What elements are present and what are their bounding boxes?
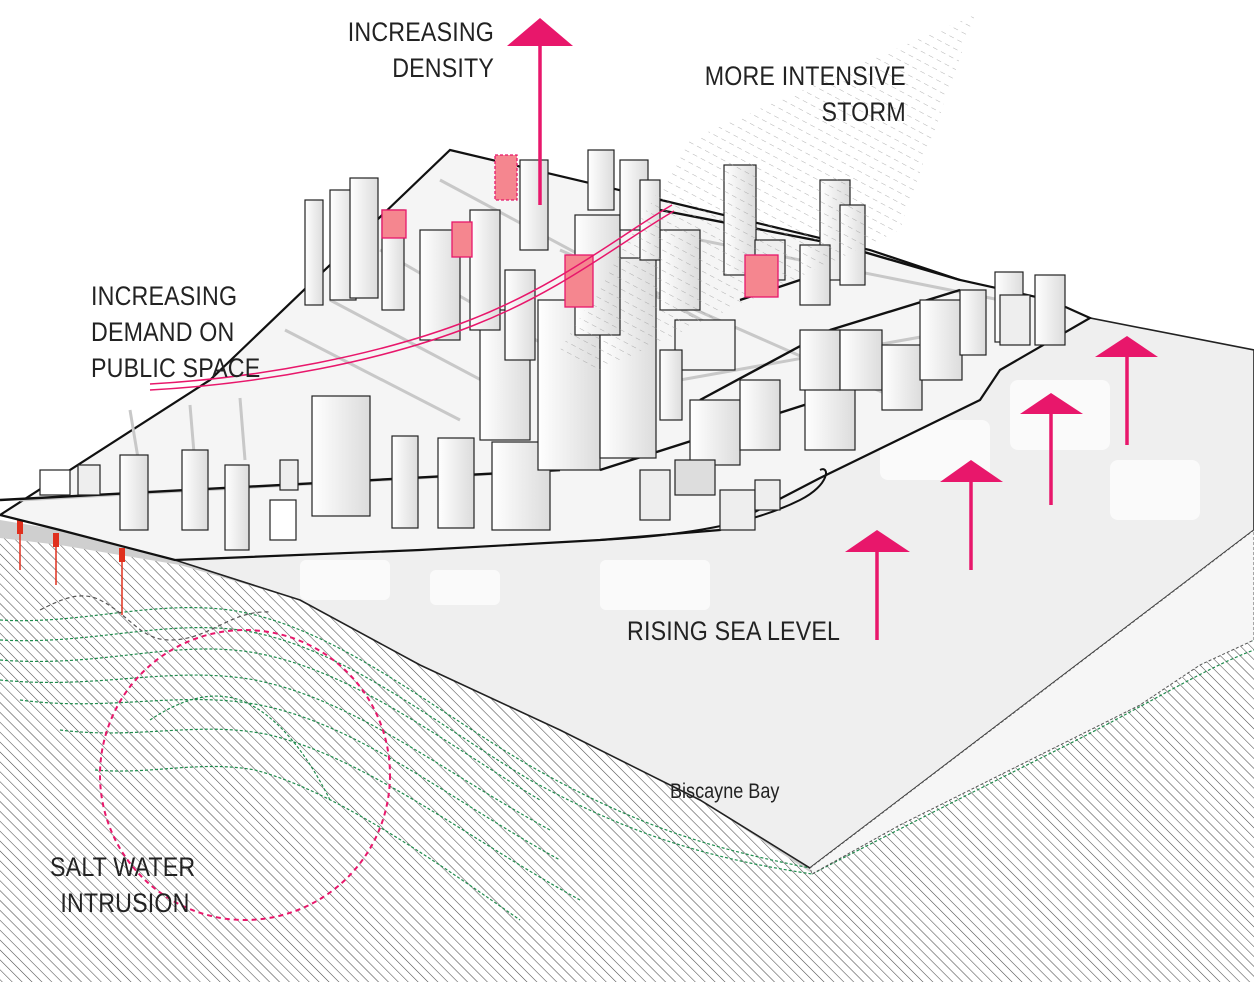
elevated-greenway bbox=[149, 204, 675, 391]
soil-front-face bbox=[0, 535, 880, 982]
sea-level-arrows bbox=[845, 336, 1158, 640]
label-rising-sea-level: RISING SEA LEVEL bbox=[627, 616, 841, 646]
new-density-blocks bbox=[381, 154, 779, 308]
label-increasing-density: INCREASING DENSITY bbox=[347, 17, 494, 83]
label-more-intensive-storm: MORE INTENSIVE STORM bbox=[704, 61, 906, 127]
building-block-east bbox=[639, 271, 1066, 531]
wells bbox=[17, 520, 125, 615]
biscayne-bay-water bbox=[174, 317, 1254, 875]
building-block-west bbox=[39, 449, 299, 551]
soil-cross-section bbox=[0, 520, 1254, 982]
dashed-circle-icon bbox=[99, 629, 391, 921]
label-public-space-demand: INCREASING DEMAND ON PUBLIC SPACE bbox=[91, 281, 261, 383]
waterfront-promenade bbox=[599, 468, 827, 541]
soil-right-face bbox=[810, 620, 1254, 982]
label-biscayne-bay: Biscayne Bay bbox=[670, 780, 780, 803]
aquifer-boundary bbox=[39, 595, 271, 641]
label-salt-water-intrusion: SALT WATER INTRUSION bbox=[50, 852, 196, 918]
storm-rain bbox=[560, 15, 975, 370]
water-front-face bbox=[809, 529, 1254, 875]
up-arrow-icon bbox=[507, 18, 573, 205]
